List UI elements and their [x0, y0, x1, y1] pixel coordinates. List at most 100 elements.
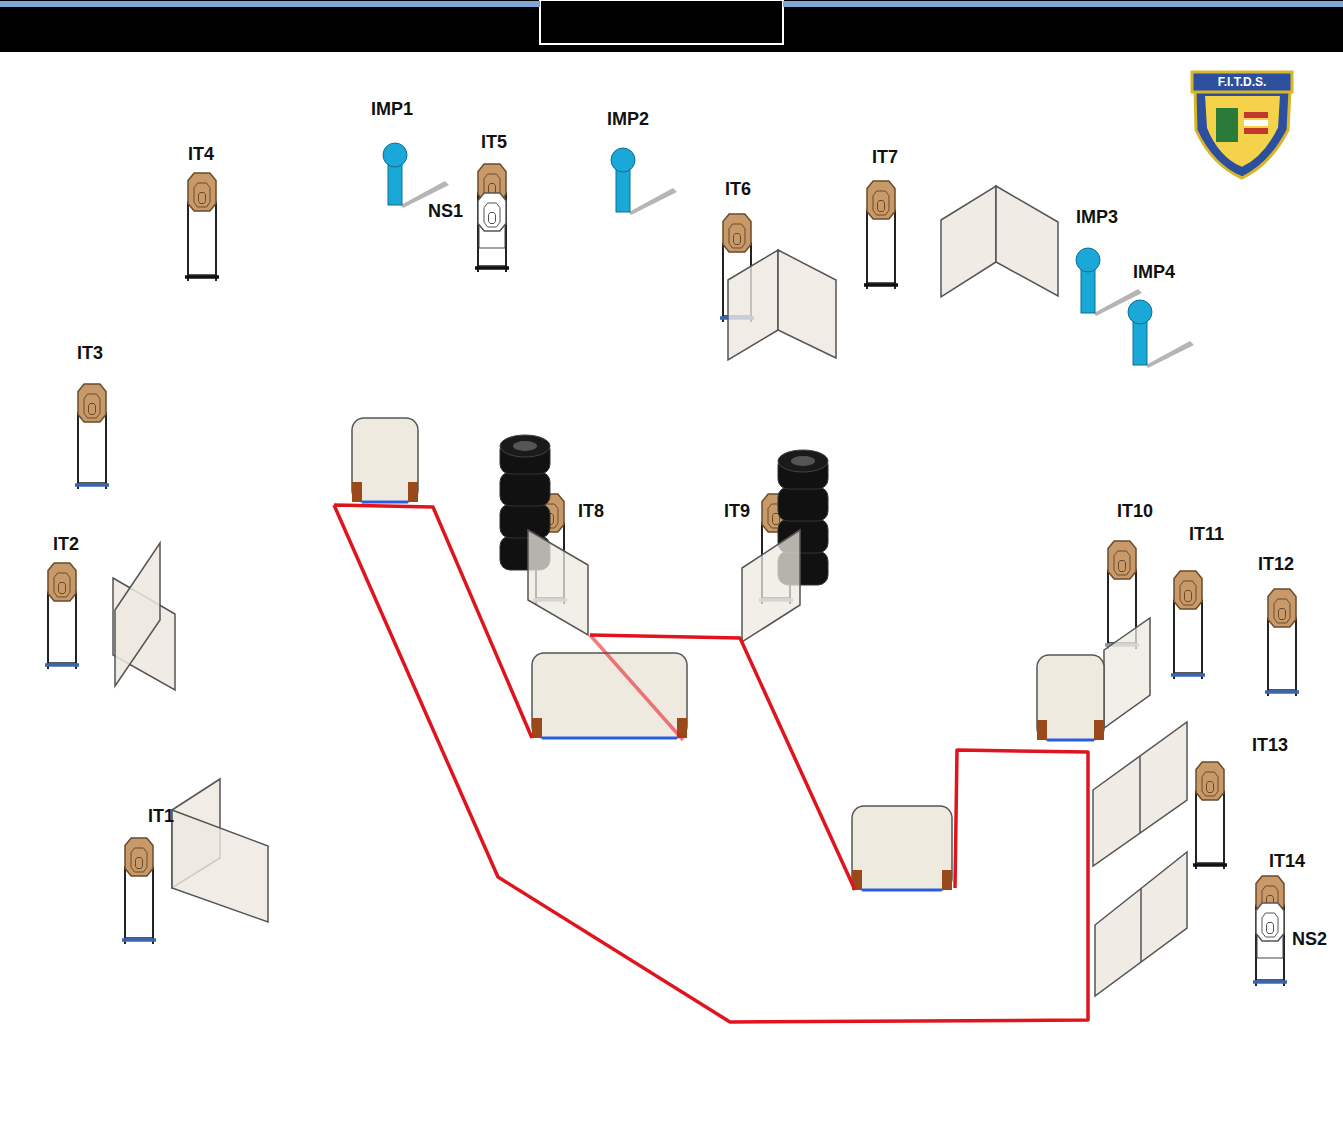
wall-panel — [1095, 852, 1187, 996]
barricade-foot — [1094, 720, 1104, 740]
target-ring — [489, 213, 496, 224]
shield-inner — [1204, 95, 1281, 168]
fault-line — [334, 505, 1088, 1022]
target-label: IT7 — [871, 148, 899, 168]
target-base — [1193, 863, 1227, 867]
barricade-foot — [352, 482, 362, 502]
target-stand — [722, 243, 724, 322]
target-ring — [59, 583, 66, 594]
target-head — [78, 384, 106, 422]
barricade-base — [542, 737, 677, 740]
target-layer — [45, 164, 1299, 986]
target-stand — [105, 413, 107, 489]
barricade-base — [862, 889, 942, 892]
target-ring — [84, 394, 100, 418]
target-label: IT4 — [187, 145, 215, 165]
target-figure — [185, 173, 219, 281]
target-label: IMP4 — [1132, 263, 1176, 283]
target-base — [1171, 673, 1205, 677]
target-stand — [866, 210, 868, 289]
target-figure — [1171, 571, 1205, 679]
wall-panel — [115, 543, 160, 686]
wall-panel — [1104, 618, 1150, 728]
popper-head — [1128, 300, 1152, 324]
barricade-base — [1047, 739, 1094, 742]
target-label: IT1 — [147, 807, 175, 827]
target-head — [1196, 762, 1224, 800]
target-head — [1268, 589, 1296, 627]
target-head — [723, 214, 751, 252]
popper-head — [611, 148, 635, 172]
target-ring — [1207, 782, 1214, 793]
target-label: IT11 — [1188, 525, 1225, 545]
top-bar — [0, 0, 1343, 52]
target-ring — [1114, 551, 1130, 575]
wall-divider — [1139, 756, 1141, 833]
target-ring — [878, 201, 885, 212]
wall-panel — [742, 530, 800, 642]
shield-body — [1195, 90, 1290, 178]
no-shoot-figure — [1256, 903, 1284, 958]
wall-panel — [941, 186, 996, 297]
target-label: IMP1 — [370, 100, 414, 120]
tire — [778, 487, 828, 521]
target-label: IMP3 — [1075, 208, 1119, 228]
target-body — [1268, 618, 1296, 690]
barricade — [1037, 655, 1104, 740]
target-base — [75, 483, 109, 487]
target-base — [45, 663, 79, 667]
target-ring — [54, 573, 70, 597]
shield-stripe — [1244, 120, 1268, 126]
target-label: IT5 — [480, 133, 508, 153]
target-ring — [1274, 599, 1290, 623]
wall-panel — [778, 250, 836, 358]
shield-stripe — [1244, 112, 1268, 118]
target-ring — [1279, 609, 1286, 620]
target-stand — [1173, 600, 1175, 679]
shield-band — [1192, 72, 1292, 92]
target-label: IMP2 — [606, 110, 650, 130]
target-figure — [475, 164, 509, 272]
target-label: NS1 — [427, 202, 464, 222]
target-body — [1174, 600, 1202, 673]
target-ring — [1202, 772, 1218, 796]
target-stand — [187, 202, 189, 281]
target-label: IT3 — [76, 344, 104, 364]
shield-stripe — [1244, 128, 1268, 134]
wall-panel — [1093, 722, 1187, 866]
wall-panel — [996, 186, 1058, 296]
barricade — [852, 806, 952, 890]
target-label: IT12 — [1257, 555, 1295, 575]
target-stand — [1267, 618, 1269, 696]
target-ring — [194, 183, 210, 207]
target-label: IT8 — [577, 502, 605, 522]
wall-panel — [528, 530, 588, 635]
target-ring — [136, 858, 143, 869]
target-stand — [1107, 570, 1109, 649]
target-ring — [1262, 913, 1278, 937]
target-stand — [1223, 791, 1225, 869]
title-box — [540, 0, 783, 44]
popper-head — [383, 143, 407, 167]
target-ring — [484, 203, 500, 227]
target-label: NS2 — [1291, 930, 1328, 950]
shield-emblem — [1216, 108, 1238, 142]
popper-shadow — [1146, 341, 1194, 368]
target-head — [478, 193, 506, 231]
popper — [383, 143, 449, 208]
target-ring — [131, 848, 147, 872]
target-body — [188, 202, 216, 275]
target-stand — [1195, 791, 1197, 869]
front-panels — [172, 250, 836, 922]
target-stand — [75, 592, 77, 669]
target-figure — [75, 384, 109, 489]
wall-panel — [728, 250, 778, 360]
tire — [500, 472, 550, 506]
target-stand — [47, 592, 49, 669]
target-stand — [894, 210, 896, 289]
barricade-foot — [532, 718, 542, 738]
no-shoot-figure — [478, 193, 506, 248]
barricade-foot — [1037, 720, 1047, 740]
